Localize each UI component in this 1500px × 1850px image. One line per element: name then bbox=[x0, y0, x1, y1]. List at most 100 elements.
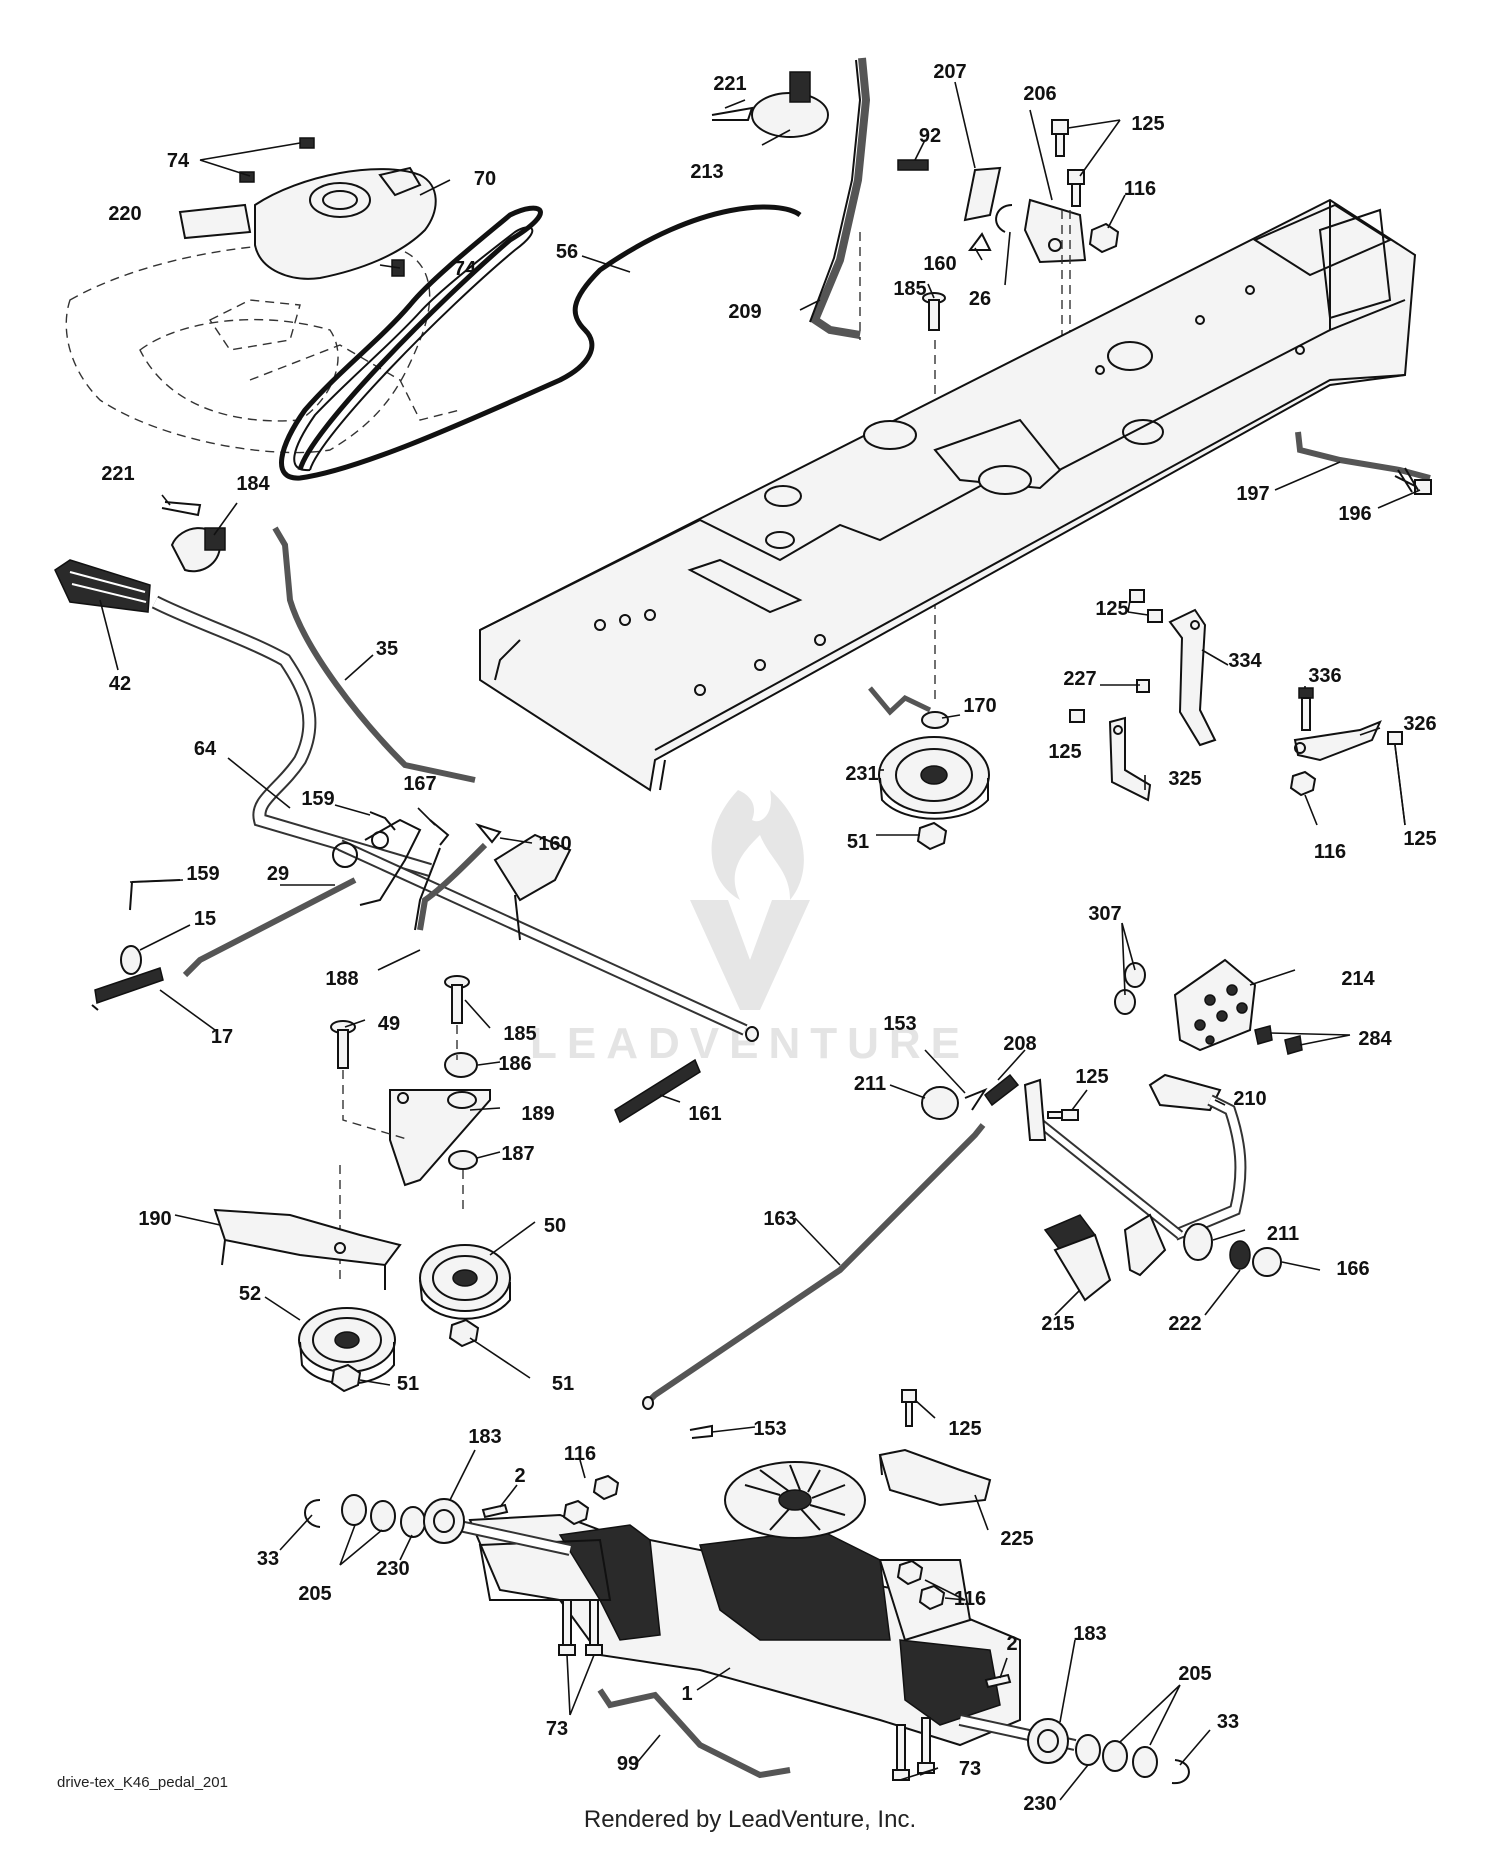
callout-c167: 167 bbox=[403, 773, 436, 795]
nut-51c bbox=[330, 1363, 362, 1393]
washer-205b2 bbox=[1132, 1746, 1158, 1778]
callout-c230a: 230 bbox=[376, 1558, 409, 1580]
bracket-325 bbox=[1108, 716, 1152, 802]
washer-222 bbox=[1229, 1240, 1251, 1270]
callout-c125d: 125 bbox=[1403, 828, 1436, 850]
spring-17 bbox=[91, 967, 164, 1011]
bolt-125f bbox=[901, 1389, 917, 1427]
callout-c56: 56 bbox=[556, 241, 578, 263]
callout-c231: 231 bbox=[845, 763, 878, 785]
washer-170 bbox=[921, 711, 949, 729]
callout-c325: 325 bbox=[1168, 768, 1201, 790]
link-29 bbox=[182, 877, 357, 978]
callout-labels: 2212132072061259211674702207456160261852… bbox=[101, 61, 1436, 1815]
callout-c116b: 116 bbox=[1314, 841, 1346, 863]
bushing-186 bbox=[444, 1052, 478, 1078]
idler-bracket-189 bbox=[389, 1089, 491, 1187]
bolt-125-334 bbox=[1129, 589, 1163, 623]
washer-15 bbox=[120, 945, 142, 975]
arm-170 bbox=[868, 686, 932, 716]
dash-panel bbox=[254, 166, 437, 280]
pedal-210 bbox=[1023, 1073, 1247, 1277]
callout-c215: 215 bbox=[1041, 1313, 1074, 1335]
callout-c125f: 125 bbox=[948, 1418, 981, 1440]
bearing-183b bbox=[1027, 1718, 1069, 1764]
lift-handle-64-inner bbox=[152, 597, 432, 875]
clip-153a bbox=[964, 1087, 988, 1111]
bracket-225 bbox=[878, 1448, 992, 1507]
screw-74 bbox=[239, 137, 405, 277]
bearing-183a bbox=[423, 1498, 465, 1544]
callout-c183b: 183 bbox=[1073, 1623, 1106, 1645]
cotter-160b bbox=[475, 823, 502, 844]
bracket-334 bbox=[1168, 608, 1217, 747]
callout-c51b: 51 bbox=[397, 1373, 419, 1395]
callout-c206: 206 bbox=[1023, 83, 1056, 105]
callout-c186: 186 bbox=[498, 1053, 531, 1075]
callout-c99: 99 bbox=[617, 1753, 639, 1775]
callout-c185b: 185 bbox=[503, 1023, 536, 1045]
callout-c220: 220 bbox=[108, 203, 141, 225]
callout-c17: 17 bbox=[211, 1026, 233, 1048]
callout-c221b: 221 bbox=[101, 463, 134, 485]
rod-163 bbox=[642, 1123, 986, 1408]
callout-c33b: 33 bbox=[1217, 1711, 1239, 1733]
nut-116c bbox=[592, 1474, 620, 1501]
callout-c205b: 205 bbox=[1178, 1663, 1211, 1685]
callout-c73b: 73 bbox=[959, 1758, 981, 1780]
clip-153b bbox=[689, 1424, 713, 1439]
cotter-160a bbox=[968, 232, 992, 251]
callout-c184: 184 bbox=[236, 473, 270, 495]
lift-rod-35 bbox=[272, 526, 476, 783]
callout-c51a: 51 bbox=[847, 831, 869, 853]
hairpin-clip-221b bbox=[161, 501, 202, 517]
transaxle-1 bbox=[468, 1461, 1021, 1747]
bolt-73b bbox=[892, 1717, 935, 1781]
e-clip-33a bbox=[304, 1499, 321, 1528]
chassis-frame bbox=[479, 198, 1417, 792]
callout-c1: 1 bbox=[681, 1683, 692, 1705]
callout-c336: 336 bbox=[1308, 665, 1341, 687]
clip-167 bbox=[429, 819, 450, 846]
callout-c116a: 116 bbox=[1124, 178, 1156, 200]
washer-187 bbox=[448, 1150, 478, 1170]
callout-c183a: 183 bbox=[468, 1426, 501, 1448]
callout-c74a: 74 bbox=[167, 150, 190, 172]
callout-c196: 196 bbox=[1338, 503, 1371, 525]
bracket-206 bbox=[1023, 198, 1087, 264]
callout-c307: 307 bbox=[1088, 903, 1121, 925]
callout-c185a: 185 bbox=[893, 278, 926, 300]
washer-230a bbox=[400, 1506, 426, 1538]
callout-c70: 70 bbox=[474, 168, 496, 190]
callout-c211a: 211 bbox=[854, 1073, 886, 1095]
callout-c51c: 51 bbox=[552, 1373, 574, 1395]
callout-c35: 35 bbox=[376, 638, 398, 660]
bushing-211a bbox=[921, 1086, 959, 1120]
nut-116d2 bbox=[918, 1584, 946, 1611]
callout-c125b: 125 bbox=[1095, 598, 1128, 620]
callout-c160a: 160 bbox=[923, 253, 956, 275]
callout-c52: 52 bbox=[239, 1283, 261, 1305]
pulley-52 bbox=[298, 1307, 396, 1385]
nut-116d bbox=[896, 1559, 924, 1586]
clip-159a bbox=[369, 811, 396, 831]
callout-c227: 227 bbox=[1063, 668, 1096, 690]
callout-c221a: 221 bbox=[713, 73, 746, 95]
callout-c225: 225 bbox=[1000, 1528, 1033, 1550]
callout-c33a: 33 bbox=[257, 1548, 279, 1570]
rod-99 bbox=[597, 1688, 791, 1779]
clip-159b bbox=[129, 879, 181, 911]
callout-c222: 222 bbox=[1168, 1313, 1201, 1335]
bolt-125-pedal bbox=[1047, 1109, 1079, 1121]
drawing-id: drive-tex_K46_pedal_201 bbox=[57, 1774, 228, 1791]
callout-c214: 214 bbox=[1341, 968, 1375, 990]
e-clip-33b bbox=[1171, 1759, 1190, 1785]
spring-161 bbox=[614, 1058, 701, 1124]
callout-c153b: 153 bbox=[753, 1418, 786, 1440]
spring-208 bbox=[983, 1073, 1020, 1107]
bolt-125 bbox=[1051, 119, 1085, 207]
callout-c208: 208 bbox=[1003, 1033, 1036, 1055]
bolt-185b bbox=[444, 975, 470, 1024]
